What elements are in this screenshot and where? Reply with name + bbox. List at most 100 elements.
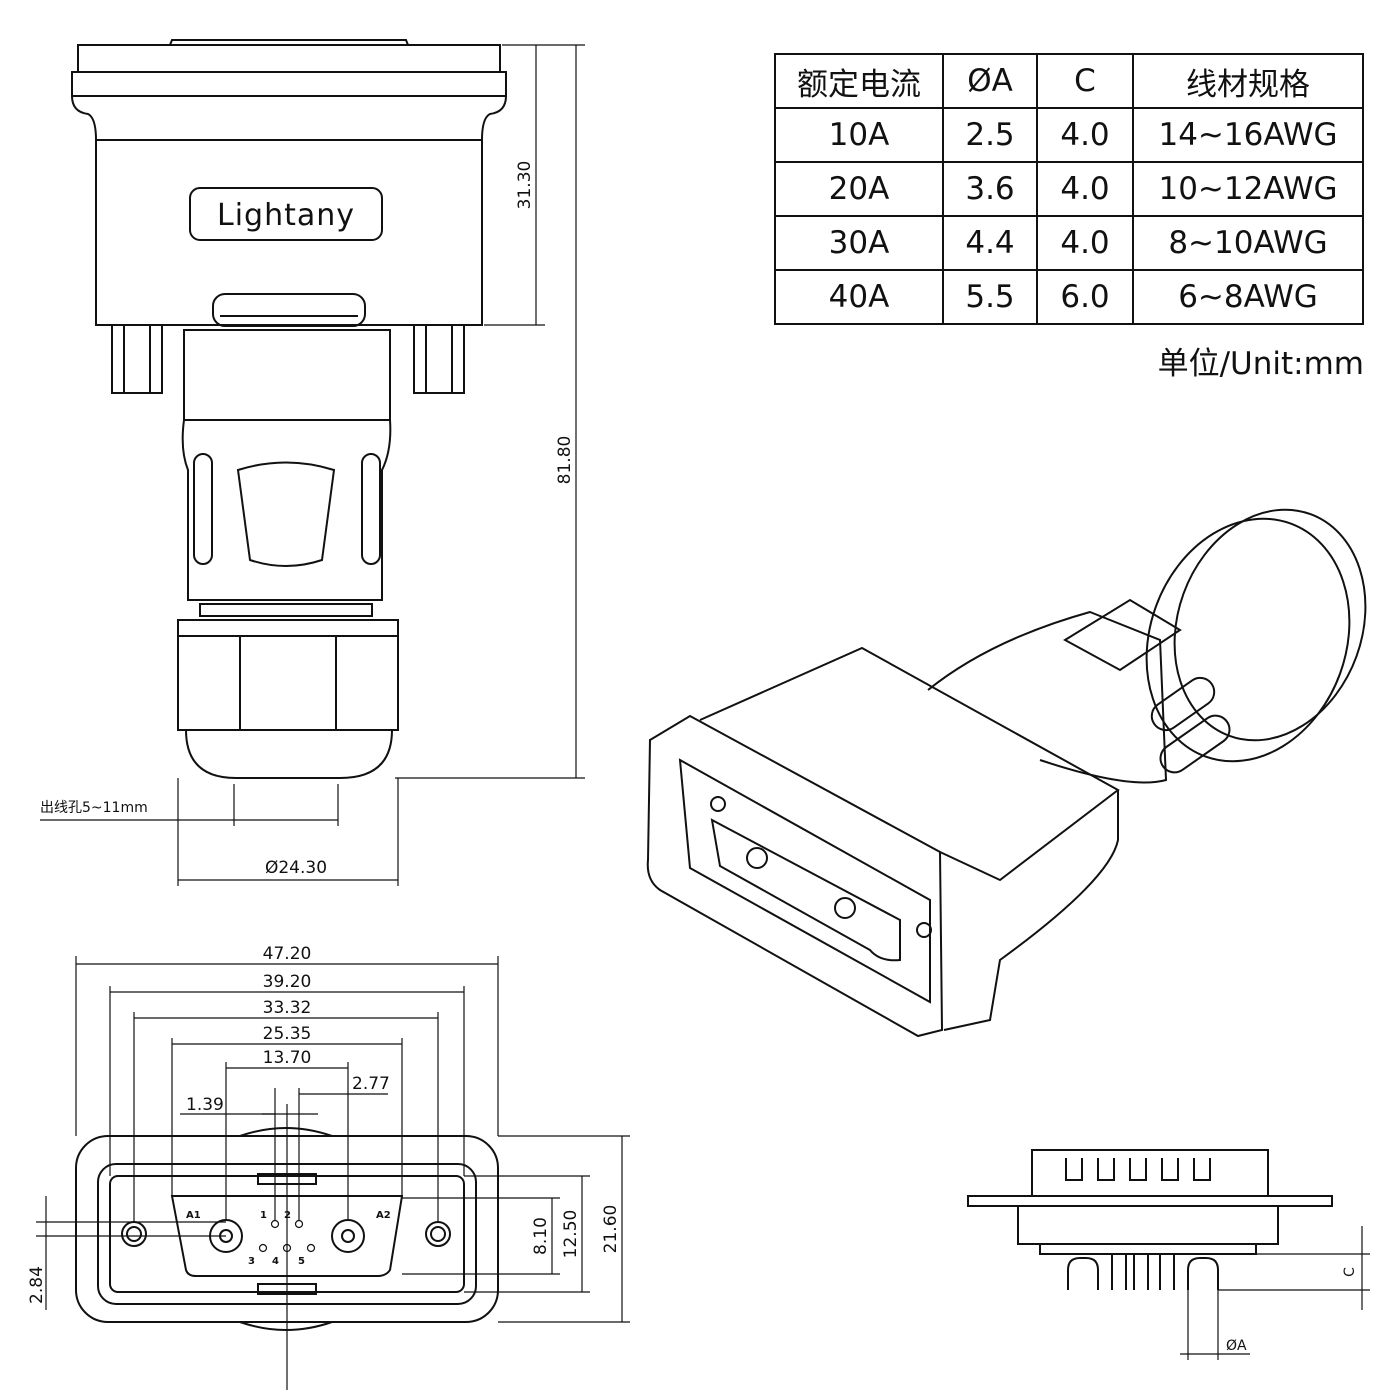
table-row: 20A 3.6 4.0 10~12AWG bbox=[774, 161, 1364, 217]
dim-pitch-139: 1.39 bbox=[186, 1095, 224, 1115]
table-cell: 10~12AWG bbox=[1132, 161, 1364, 217]
pcb-flange bbox=[967, 1195, 1333, 1207]
side-dimensions bbox=[40, 44, 585, 886]
dim-offset-284: 2.84 bbox=[27, 1266, 47, 1304]
table-row: 10A 2.5 4.0 14~16AWG bbox=[774, 107, 1364, 163]
front-dsub-shell bbox=[170, 1195, 404, 1277]
front-dimensions bbox=[36, 956, 630, 1390]
power-contact-a2 bbox=[331, 1219, 365, 1253]
isometric-view bbox=[646, 508, 1367, 1038]
pin-label-1: 1 bbox=[260, 1210, 267, 1221]
table-header-current: 额定电流 bbox=[774, 53, 944, 109]
iso-body-side bbox=[943, 790, 1119, 1031]
side-screw-left bbox=[111, 324, 163, 394]
side-slot-right bbox=[361, 453, 381, 565]
pin-label-4: 4 bbox=[272, 1256, 279, 1267]
side-thread bbox=[199, 603, 373, 617]
pcb-dimensions bbox=[1180, 1226, 1370, 1360]
table-cell: 4.4 bbox=[942, 215, 1038, 271]
table-cell: 40A bbox=[774, 269, 944, 325]
table-cell: 4.0 bbox=[1036, 161, 1134, 217]
table-cell: 30A bbox=[774, 215, 944, 271]
table-cell: 4.0 bbox=[1036, 107, 1134, 163]
table-row: 30A 4.4 4.0 8~10AWG bbox=[774, 215, 1364, 271]
iso-screw-left bbox=[710, 796, 726, 812]
signal-contact-1 bbox=[270, 1219, 280, 1229]
signal-contact-3 bbox=[258, 1243, 268, 1253]
table-header-c: C bbox=[1036, 53, 1134, 109]
side-grip-pad bbox=[236, 461, 336, 567]
table-cell: 2.5 bbox=[942, 107, 1038, 163]
table-cell: 4.0 bbox=[1036, 215, 1134, 271]
table-row: 40A 5.5 6.0 6~8AWG bbox=[774, 269, 1364, 325]
side-cap bbox=[185, 729, 393, 779]
table-cell: 6~8AWG bbox=[1132, 269, 1364, 325]
dim-width-47: 47.20 bbox=[263, 944, 312, 964]
table-cell: 5.5 bbox=[942, 269, 1038, 325]
table-cell: 8~10AWG bbox=[1132, 215, 1364, 271]
table-cell: 10A bbox=[774, 107, 944, 163]
side-slot-left bbox=[193, 453, 213, 565]
pcb-dsub-shell bbox=[1031, 1149, 1269, 1197]
signal-contact-5 bbox=[306, 1243, 316, 1253]
power-contact-a2-core bbox=[341, 1229, 355, 1243]
side-flange-top bbox=[77, 44, 501, 73]
dim-width-25: 25.35 bbox=[263, 1024, 312, 1044]
pin-label-a2: A2 bbox=[376, 1210, 391, 1221]
iso-dsub-shell bbox=[710, 818, 901, 962]
table-cell: 20A bbox=[774, 161, 944, 217]
iso-slot-2 bbox=[1159, 714, 1231, 774]
side-grip bbox=[181, 419, 392, 601]
side-flange-lip bbox=[169, 39, 409, 46]
iso-flange bbox=[646, 714, 944, 1038]
iso-nut bbox=[1173, 508, 1367, 742]
dim-body-height: 31.30 bbox=[515, 161, 535, 210]
dim-total-length: 81.80 bbox=[555, 436, 575, 485]
iso-nut-rear bbox=[1145, 517, 1351, 763]
cable-hole-label: 出线孔5~11mm bbox=[40, 800, 148, 816]
pcb-power-pin-2 bbox=[1187, 1257, 1219, 1290]
iso-screw-right bbox=[916, 922, 932, 938]
pcb-view: C ØA bbox=[967, 1149, 1370, 1360]
dim-pitch-277: 2.77 bbox=[352, 1074, 390, 1094]
dim-height-1250: 12.50 bbox=[561, 1210, 581, 1259]
iso-power-pin-1 bbox=[746, 847, 768, 869]
dim-height-810: 8.10 bbox=[531, 1217, 551, 1255]
spec-table: 额定电流 ØA C 线材规格 10A 2.5 4.0 14~16AWG 20A … bbox=[774, 53, 1364, 325]
dim-width-33: 33.32 bbox=[263, 998, 312, 1018]
iso-slot-1 bbox=[1150, 676, 1216, 732]
pin-label-5: 5 bbox=[298, 1256, 305, 1267]
pcb-power-pin-1 bbox=[1067, 1257, 1099, 1290]
side-screw-right bbox=[413, 324, 465, 394]
brand-badge bbox=[189, 187, 383, 241]
front-top-arc bbox=[239, 1127, 333, 1137]
front-bottom-arc bbox=[239, 1321, 333, 1331]
side-flange-neck bbox=[71, 95, 507, 141]
table-cell: 3.6 bbox=[942, 161, 1038, 217]
front-mount-hole-right-inner bbox=[430, 1226, 446, 1242]
front-mount-hole-right bbox=[425, 1221, 451, 1247]
pcb-signal-pins bbox=[1111, 1254, 1175, 1290]
unit-note: 单位/Unit:mm bbox=[1157, 346, 1364, 382]
side-nut bbox=[177, 619, 399, 731]
side-flange-mid bbox=[71, 71, 507, 97]
pcb-body bbox=[1017, 1206, 1279, 1245]
table-cell: 6.0 bbox=[1036, 269, 1134, 325]
side-view: Lightany bbox=[40, 39, 585, 886]
table-header-diameter: ØA bbox=[942, 53, 1038, 109]
front-view: A1 A2 1 2 3 4 5 bbox=[27, 944, 630, 1390]
iso-grip-pad bbox=[1063, 598, 1182, 672]
table-header-row: 额定电流 ØA C 线材规格 bbox=[774, 53, 1364, 109]
iso-power-pin-2 bbox=[834, 897, 856, 919]
side-backshell bbox=[183, 329, 391, 421]
pin-label-3: 3 bbox=[248, 1256, 255, 1267]
dim-width-13: 13.70 bbox=[263, 1048, 312, 1068]
table-cell: 14~16AWG bbox=[1132, 107, 1364, 163]
front-mount-hole-left bbox=[121, 1221, 147, 1247]
iso-backshell bbox=[927, 610, 1168, 784]
front-mount-hole-left-inner bbox=[126, 1226, 142, 1242]
pin-label-a1: A1 bbox=[186, 1210, 201, 1221]
pcb-base bbox=[1039, 1243, 1257, 1255]
side-latch bbox=[212, 293, 366, 327]
